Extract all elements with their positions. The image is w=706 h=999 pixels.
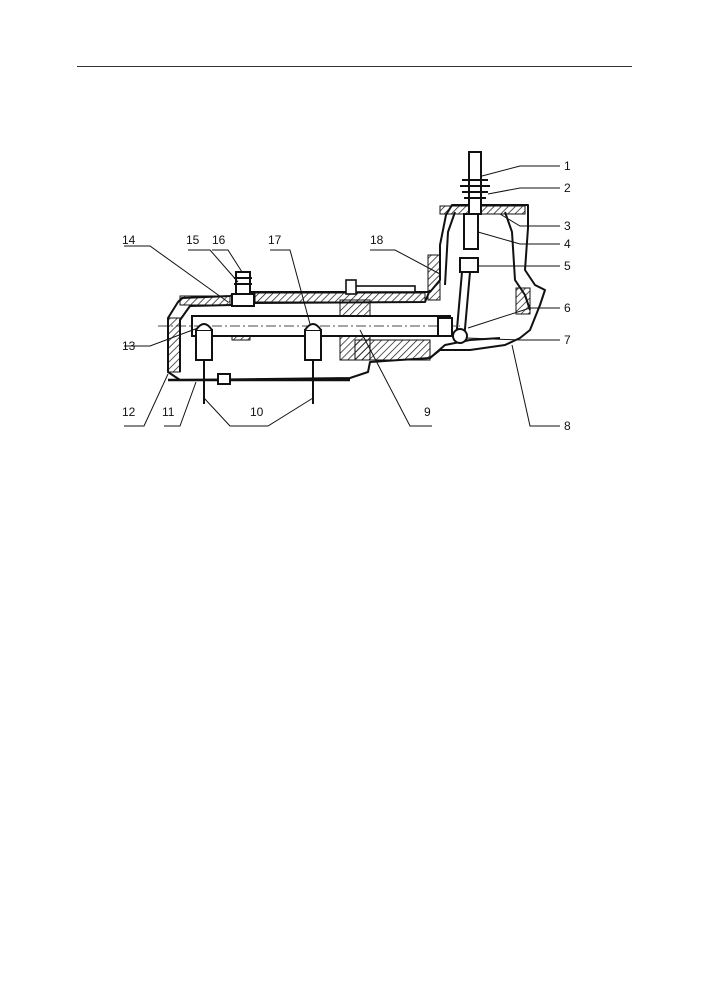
callout-3: 3 bbox=[564, 219, 571, 233]
callout-11: 11 bbox=[162, 405, 175, 419]
callout-9: 9 bbox=[424, 405, 431, 419]
callout-5: 5 bbox=[564, 259, 571, 273]
vertical-pins bbox=[195, 323, 322, 404]
callout-16: 16 bbox=[212, 233, 226, 247]
header-rule bbox=[77, 66, 632, 67]
top-bolt bbox=[231, 271, 255, 307]
top-plate-rod bbox=[345, 279, 416, 295]
callout-4: 4 bbox=[564, 237, 571, 251]
callout-17: 17 bbox=[268, 233, 282, 247]
callout-6: 6 bbox=[564, 301, 571, 315]
callout-15: 15 bbox=[186, 233, 200, 247]
callout-labels: 1 2 3 4 5 6 7 8 9 10 11 12 13 14 15 16 1… bbox=[122, 159, 571, 433]
callout-1: 1 bbox=[564, 159, 571, 173]
callout-12: 12 bbox=[122, 405, 136, 419]
callout-18: 18 bbox=[370, 233, 384, 247]
vertical-rod bbox=[452, 151, 490, 344]
callout-10: 10 bbox=[250, 405, 264, 419]
callout-7: 7 bbox=[564, 333, 571, 347]
callout-13: 13 bbox=[122, 339, 136, 353]
callout-14: 14 bbox=[122, 233, 136, 247]
leader-lines bbox=[124, 165, 560, 427]
callout-2: 2 bbox=[564, 181, 571, 195]
callout-8: 8 bbox=[564, 419, 571, 433]
